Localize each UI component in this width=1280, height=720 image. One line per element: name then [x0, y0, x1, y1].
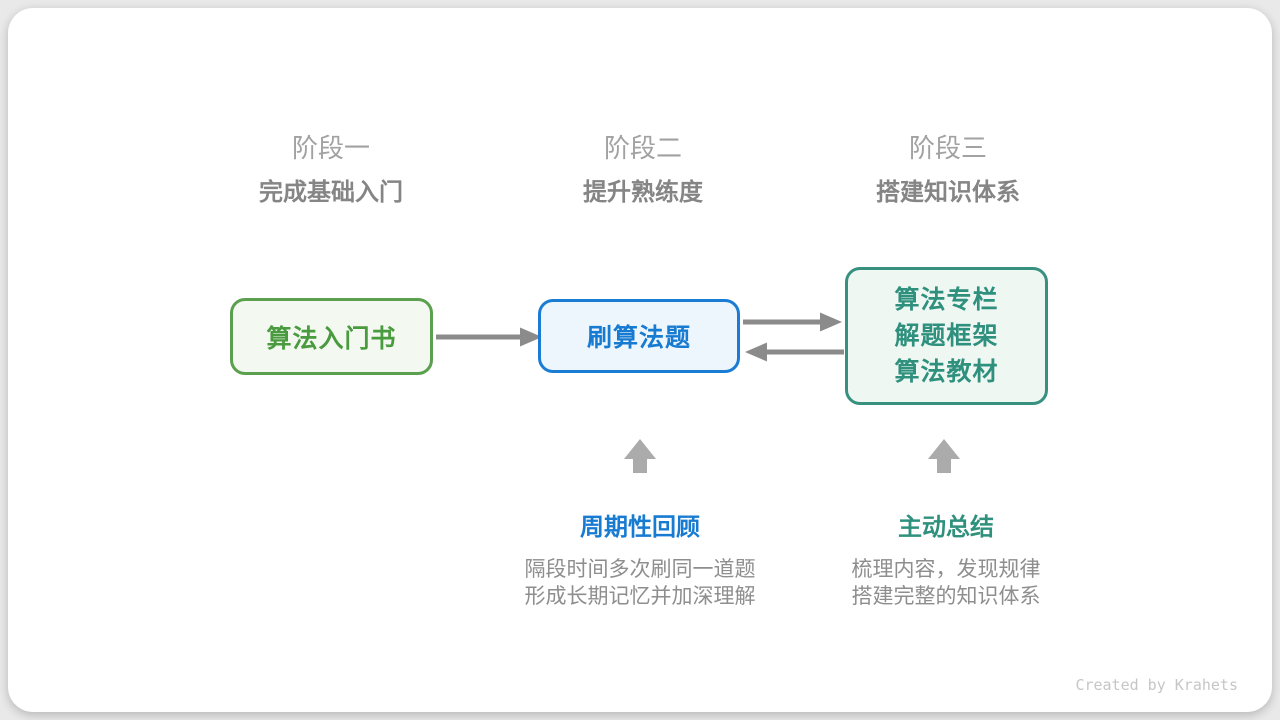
- summary-desc-line-1: 梳理内容，发现规律: [851, 558, 1041, 581]
- review-title: 周期性回顾: [580, 514, 700, 541]
- box-practice-label: 刷算法题: [586, 324, 691, 352]
- box-practice: 刷算法题: [538, 299, 740, 373]
- review-desc-line-1: 隔段时间多次刷同一道题: [524, 558, 756, 581]
- stage-1-title: 完成基础入门: [259, 179, 403, 206]
- review-desc: 隔段时间多次刷同一道题 形成长期记忆并加深理解: [525, 556, 756, 610]
- box-intro-book: 算法入门书: [230, 298, 433, 375]
- summary-desc: 梳理内容，发现规律 搭建完整的知识体系: [852, 556, 1041, 610]
- box-resources-line-2: 解题框架: [894, 322, 999, 350]
- box-resources: 算法专栏 解题框架 算法教材: [845, 267, 1048, 405]
- watermark: Created by Krahets: [1075, 676, 1238, 694]
- box-resources-line-3: 算法教材: [894, 358, 999, 386]
- stage-3-title: 搭建知识体系: [876, 179, 1020, 206]
- stage-2-title: 提升熟练度: [583, 179, 703, 206]
- summary-desc-line-2: 搭建完整的知识体系: [851, 585, 1041, 608]
- box-resources-line-1: 算法专栏: [894, 286, 999, 314]
- review-desc-line-2: 形成长期记忆并加深理解: [524, 585, 756, 608]
- stage-1-label: 阶段一: [291, 133, 371, 163]
- box-intro-book-label: 算法入门书: [266, 324, 397, 353]
- summary-title: 主动总结: [898, 514, 994, 541]
- stage-2-label: 阶段二: [603, 133, 683, 163]
- stage-3-label: 阶段三: [908, 133, 988, 163]
